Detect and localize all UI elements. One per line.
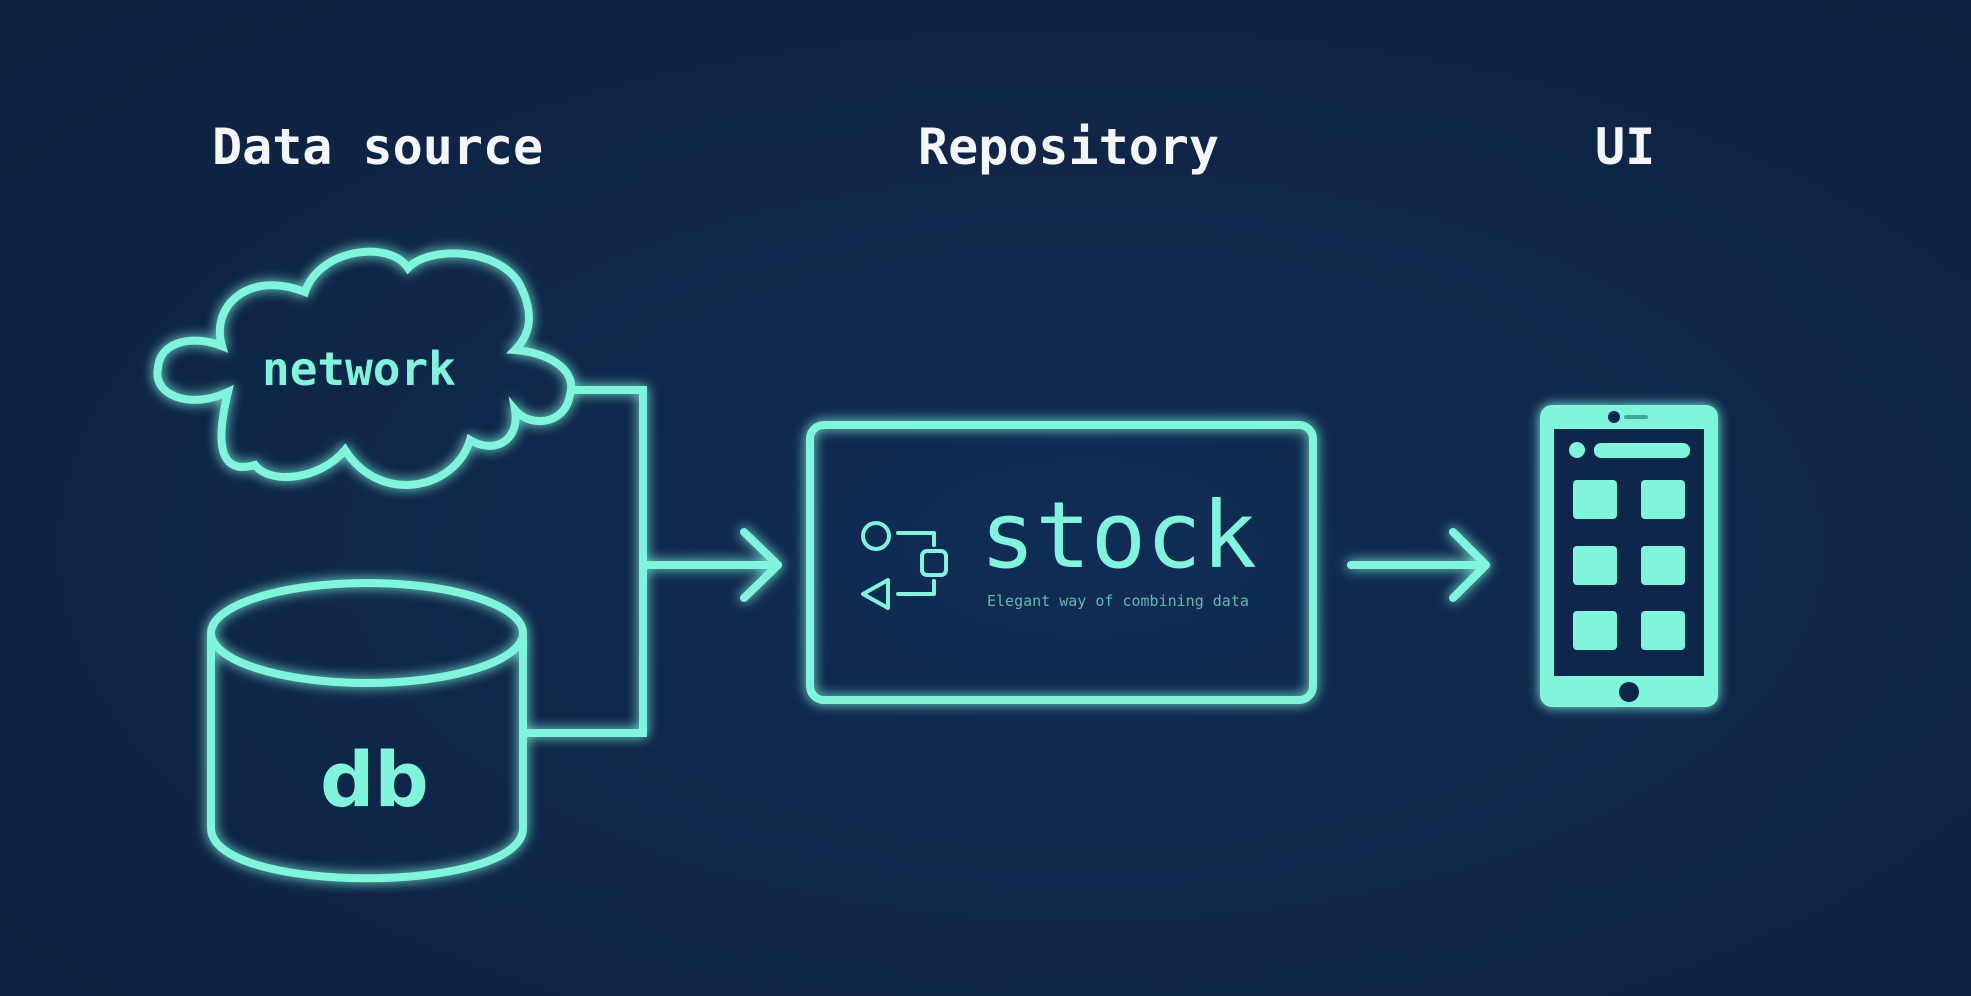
connector-db xyxy=(524,563,647,737)
smartphone-icon xyxy=(1540,405,1718,707)
database-icon xyxy=(207,579,527,883)
cloud-icon xyxy=(153,247,576,489)
flow-logo-icon xyxy=(861,521,948,610)
repository-tagline: Elegant way of combining data xyxy=(987,592,1249,610)
db-label: db xyxy=(320,735,429,824)
arrow-to-ui xyxy=(1347,528,1490,602)
app-tile xyxy=(1573,611,1617,650)
connector-network xyxy=(572,386,647,563)
app-tile xyxy=(1641,480,1685,519)
network-label: network xyxy=(262,342,456,396)
app-tile xyxy=(1641,611,1685,650)
arrow-to-repository xyxy=(639,528,782,602)
heading-ui: UI xyxy=(1595,118,1656,176)
repository-box xyxy=(806,421,1317,704)
repository-name: stock xyxy=(980,482,1257,589)
app-tile xyxy=(1573,546,1617,585)
heading-data-source: Data source xyxy=(212,118,544,176)
app-tile xyxy=(1641,546,1685,585)
heading-repository: Repository xyxy=(918,118,1220,176)
app-tile xyxy=(1573,480,1617,519)
